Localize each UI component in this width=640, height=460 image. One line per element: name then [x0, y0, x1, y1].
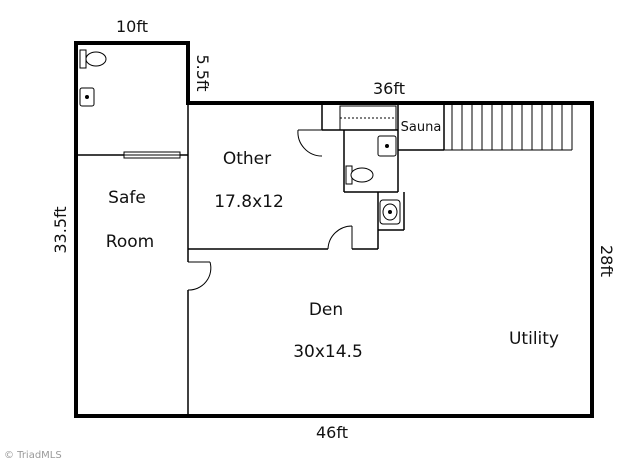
door-icon [187, 261, 212, 291]
dimension-left: 33.5ft [51, 206, 70, 253]
shower-icon [339, 105, 397, 131]
room-size-den: 30x14.5 [293, 342, 363, 362]
interior-walls [76, 103, 445, 416]
room-label-den: Den [309, 300, 343, 320]
room-label-safe-room-line2: Room [106, 232, 154, 252]
room-label-sauna: Sauna [401, 120, 442, 135]
dimension-top-right: 36ft [373, 79, 405, 98]
door-icon [297, 129, 323, 157]
dimension-right: 28ft [597, 245, 616, 277]
dimension-step: 5.5ft [193, 54, 212, 91]
stairs-icon [444, 103, 573, 151]
door-icon [327, 225, 353, 250]
dimension-bottom: 46ft [316, 423, 348, 442]
toilet-icon [79, 49, 107, 69]
toilet-icon [345, 165, 374, 185]
dimension-top-left: 10ft [116, 17, 148, 36]
room-label-utility: Utility [509, 329, 559, 349]
sink-icon [377, 135, 397, 157]
watermark: © TriadMLS [4, 450, 62, 460]
room-size-other: 17.8x12 [214, 192, 284, 212]
room-label-other: Other [223, 149, 271, 169]
sink-icon [379, 199, 401, 225]
sink-icon [79, 87, 95, 107]
room-label-safe-room: Safe [108, 188, 146, 208]
outer-wall [74, 41, 594, 418]
pocket-door-icon [123, 151, 181, 159]
